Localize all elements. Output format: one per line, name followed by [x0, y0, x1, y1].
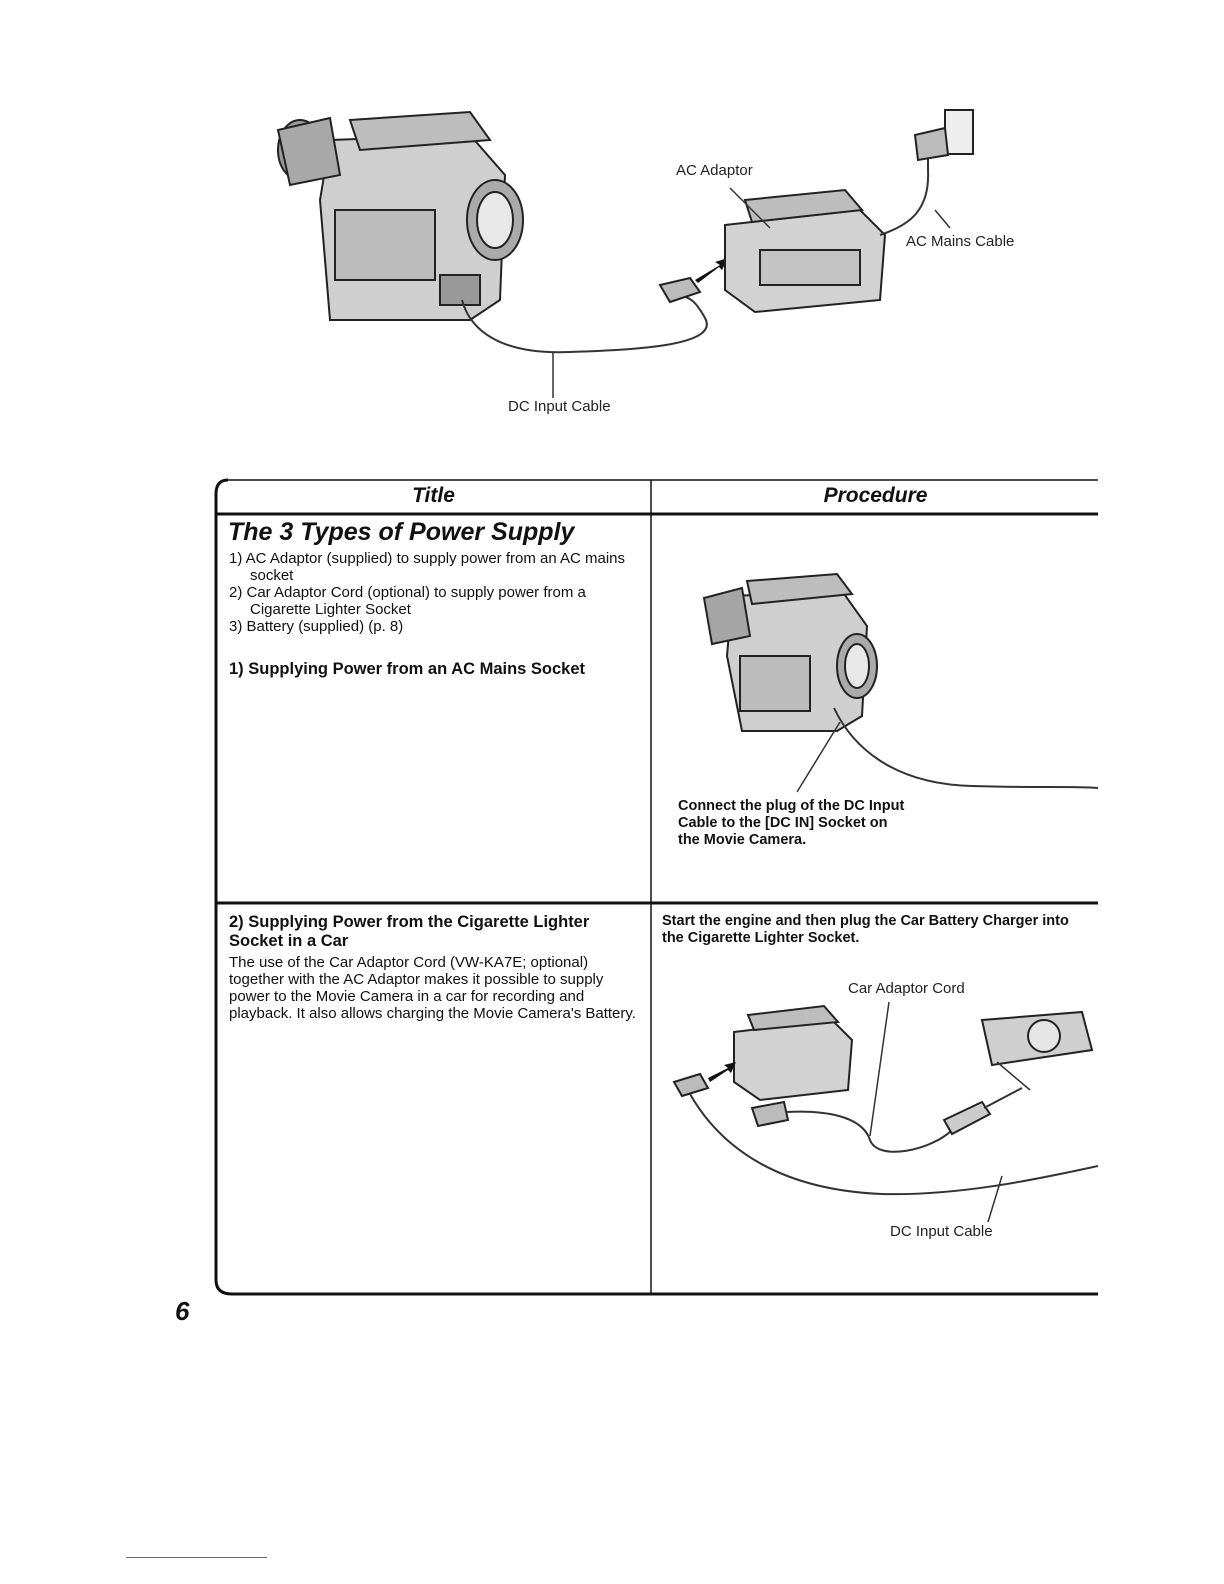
car-adaptor-cord-line: [785, 1110, 953, 1153]
column-header-title: Title: [412, 484, 455, 507]
dc-input-cable-label-2: DC Input Cable: [890, 1223, 993, 1240]
car-lighter-plug-icon: [942, 1100, 992, 1136]
footer-rule: [126, 1557, 267, 1558]
ac-adaptor-icon: [724, 188, 887, 314]
page-number: 6: [175, 1296, 190, 1326]
ac-adaptor-label: AC Adaptor: [676, 162, 753, 179]
camcorder-icon: [702, 572, 878, 732]
ac-mains-cable-line: [879, 150, 930, 236]
column-header-procedure: Procedure: [823, 484, 928, 507]
ac-mains-cable-label: AC Mains Cable: [906, 233, 1015, 250]
list-item: 2) Car Adaptor Cord (optional) to supply…: [229, 584, 586, 618]
ac-adaptor-icon: [733, 1004, 854, 1102]
camera-ac-connection-illustration: [276, 109, 974, 398]
procedure-note-car: Start the engine and then plug the Car B…: [662, 913, 1069, 946]
insert-arrow-icon: [708, 1062, 736, 1082]
dc-input-cable-line: [689, 1093, 1098, 1196]
dc-input-cable-line: [461, 294, 708, 354]
subheading-cigarette-lighter: 2) Supplying Power from the Cigarette Li…: [229, 913, 590, 950]
camcorder-icon: [276, 110, 524, 321]
procedure-note-dc-in: Connect the plug of the DC Input Cable t…: [678, 798, 905, 848]
dc-plug-icon: [658, 276, 702, 304]
wall-socket-icon: [913, 109, 974, 162]
car-adaptor-plug-icon: [750, 1100, 790, 1128]
list-item: 3) Battery (supplied) (p. 8): [229, 618, 404, 635]
dc-input-cable-label: DC Input Cable: [508, 398, 611, 415]
car-adaptor-illustration: [672, 1001, 1098, 1223]
list-item: 1) AC Adaptor (supplied) to supply power…: [229, 550, 626, 584]
subheading-ac-mains: 1) Supplying Power from an AC Mains Sock…: [229, 660, 586, 678]
section-title-power-supply: The 3 Types of Power Supply: [228, 518, 575, 546]
dc-plug-icon: [672, 1072, 710, 1098]
car-dashboard-icon: [980, 1010, 1094, 1067]
camera-dc-in-illustration: [702, 572, 1098, 793]
car-adaptor-cord-label: Car Adaptor Cord: [848, 980, 965, 997]
insert-arrow-icon: [695, 258, 728, 283]
dc-input-cable-line: [833, 707, 1098, 789]
car-adaptor-description: The use of the Car Adaptor Cord (VW-KA7E…: [229, 954, 636, 1022]
power-supply-list: 1) AC Adaptor (supplied) to supply power…: [229, 550, 641, 635]
